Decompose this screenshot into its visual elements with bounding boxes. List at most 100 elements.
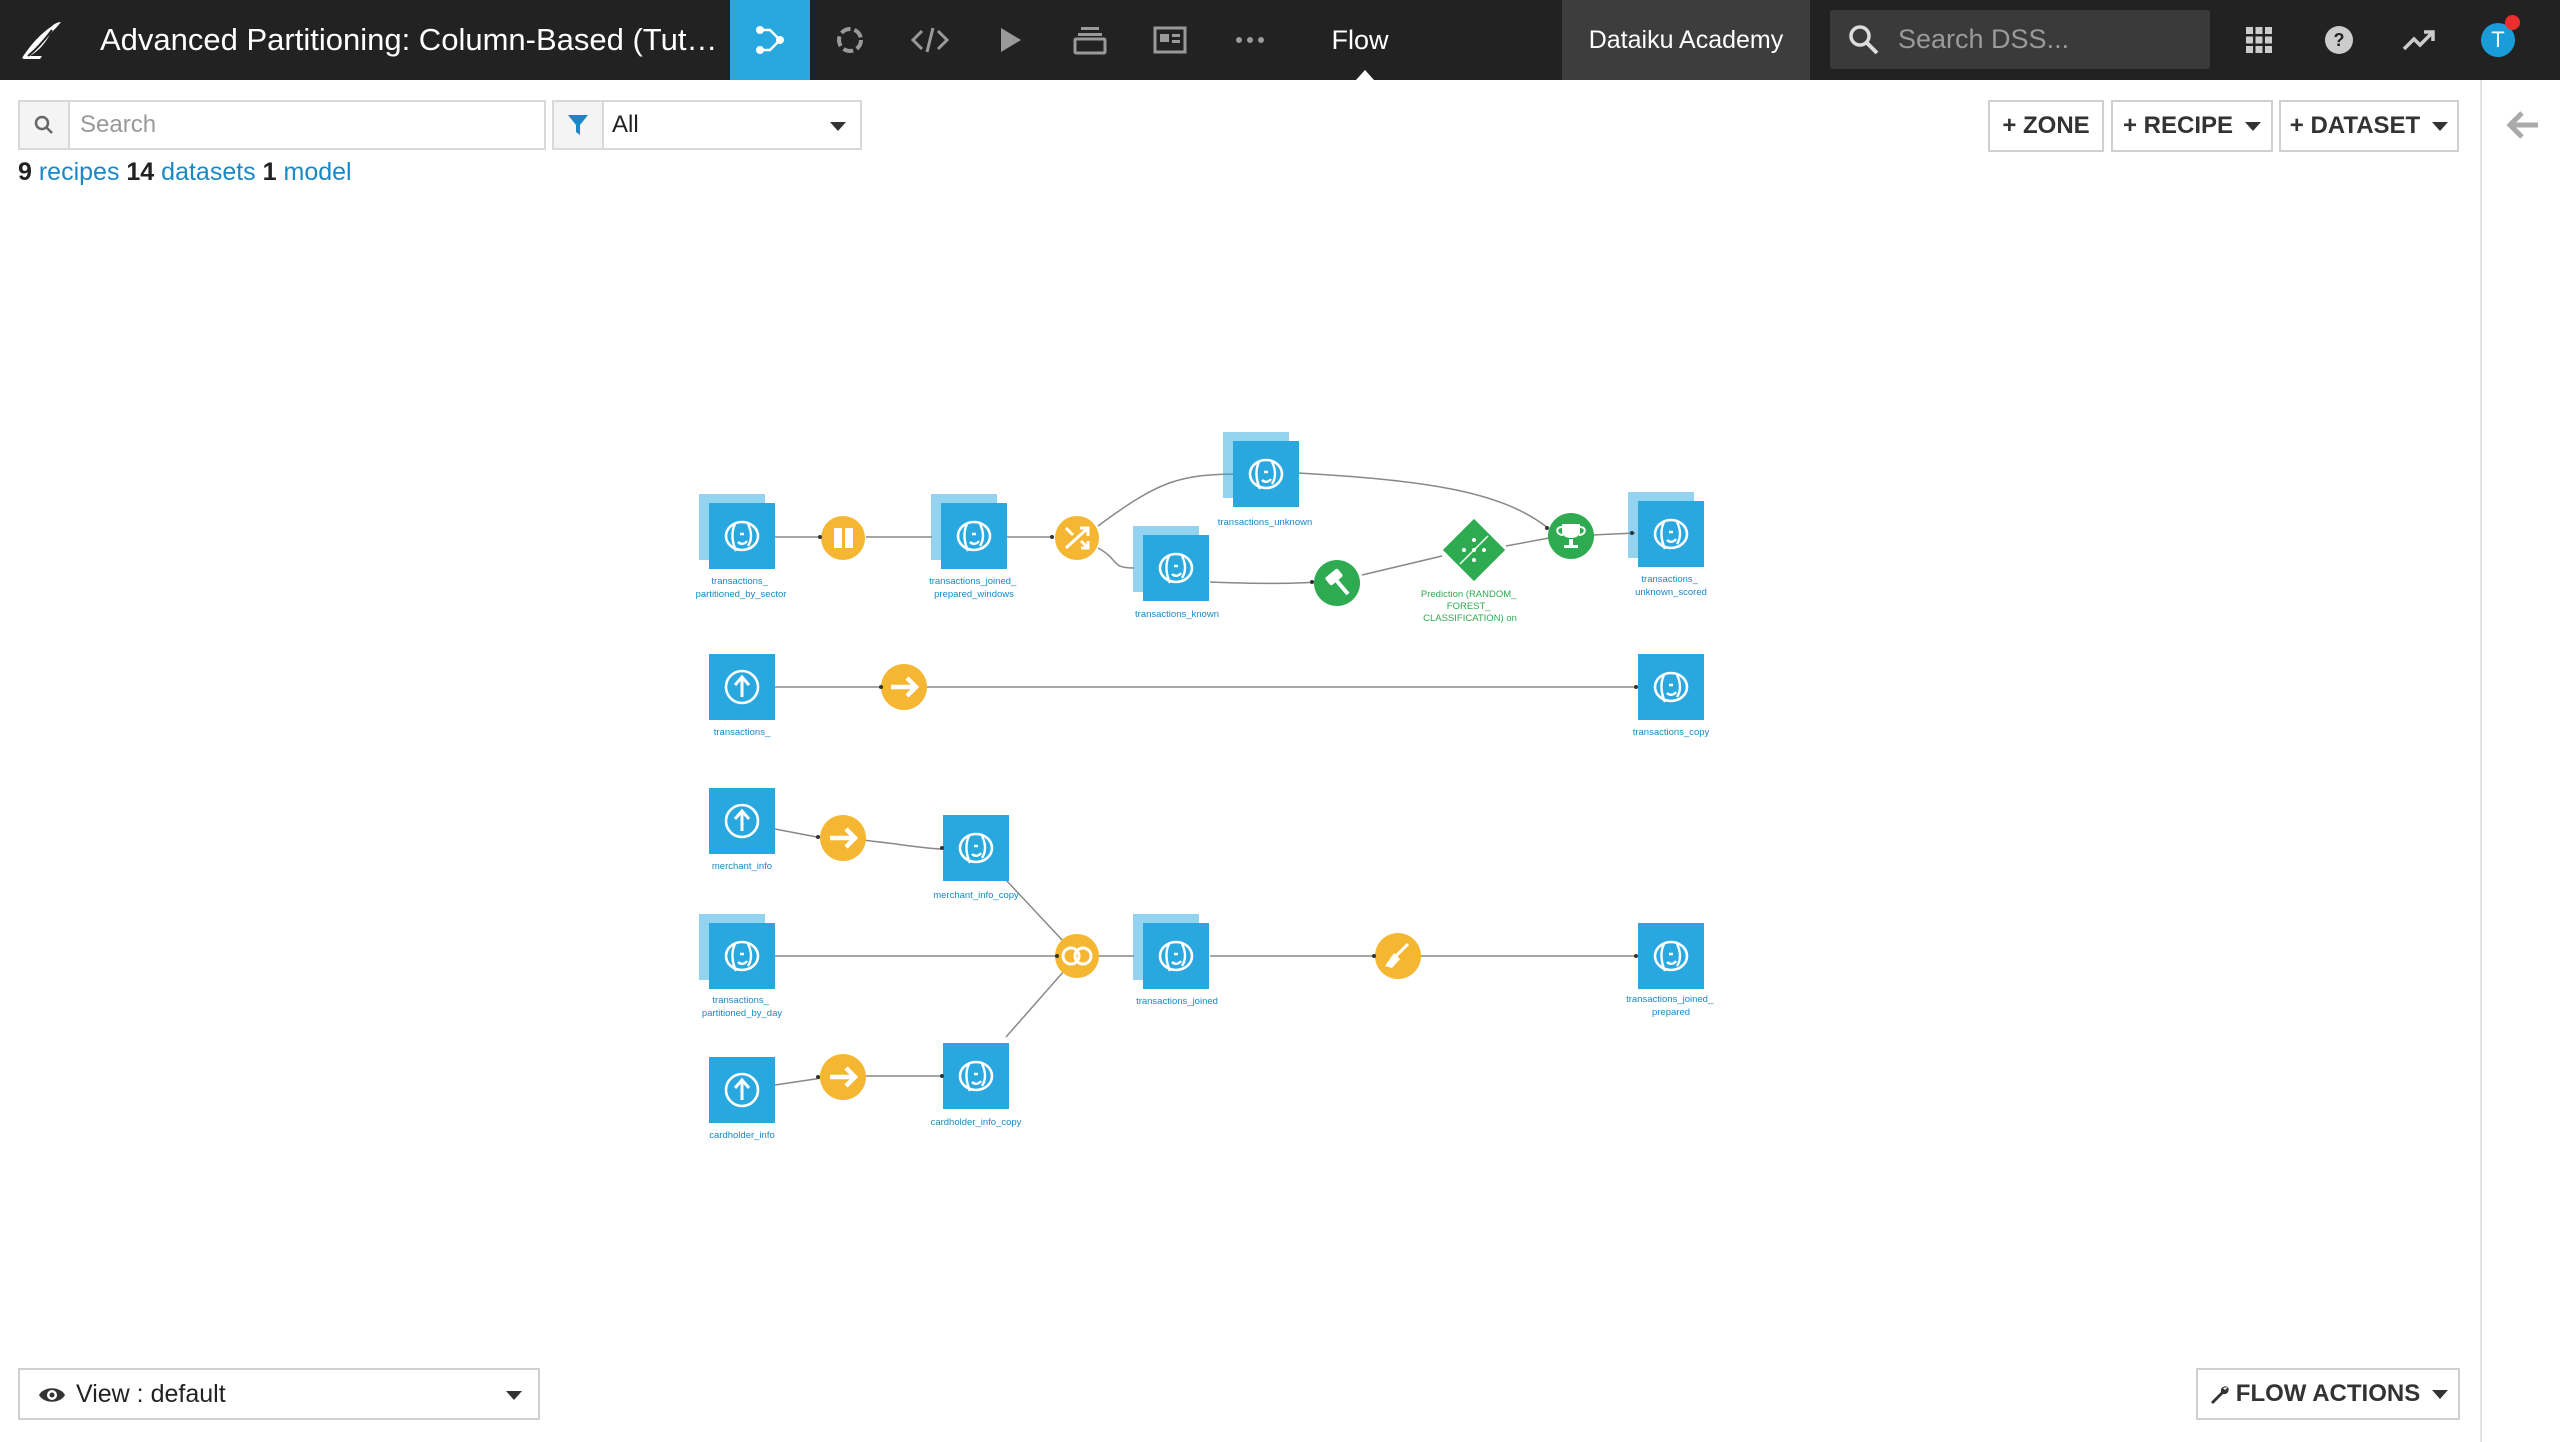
add-recipe-label: + RECIPE	[2122, 112, 2234, 139]
datasets-nav-button[interactable]	[1050, 0, 1130, 80]
jobs-nav-button[interactable]	[810, 0, 890, 80]
split-icon	[1064, 526, 1090, 550]
view-select-label: View : default	[76, 1380, 226, 1408]
right-side-panel	[2480, 80, 2560, 1442]
dataset-node[interactable]: transactions_ unknown_scored	[1628, 492, 1707, 598]
arrow-left-icon[interactable]	[2506, 110, 2540, 140]
dataset-label: merchant_info	[712, 861, 772, 872]
dataset-node[interactable]: transactions_unknown	[1218, 432, 1313, 528]
view-select[interactable]: View : default	[18, 1368, 540, 1420]
flow-search-placeholder: Search	[80, 111, 157, 138]
recipes-link[interactable]: recipes	[38, 158, 120, 186]
run-icon	[1001, 28, 1021, 52]
dataset-label: transactions_unknown	[1218, 517, 1313, 528]
dataset-node[interactable]: merchant_info_copy	[933, 815, 1019, 901]
datasets-count: 14	[126, 158, 155, 186]
chevron-down-icon	[2432, 1390, 2449, 1400]
prepare-recipe-node[interactable]	[1375, 933, 1421, 979]
dataset-node[interactable]: transactions_joined_ prepared	[1626, 923, 1716, 1018]
add-dataset-label: + DATASET	[2289, 112, 2421, 139]
dataset-node[interactable]: transactions_copy	[1633, 654, 1710, 738]
join-icon	[1061, 946, 1093, 966]
jobs-icon	[837, 27, 863, 53]
more-icon	[1236, 37, 1264, 43]
datasets-link[interactable]: datasets	[161, 158, 256, 186]
dataset-label: transactions_joined_ prepared	[1626, 994, 1716, 1018]
split-recipe-node[interactable]	[1055, 516, 1099, 560]
dataset-label: transactions_ unknown_scored	[1635, 574, 1707, 598]
add-recipe-button[interactable]: + RECIPE	[2111, 100, 2273, 152]
dataset-node[interactable]: transactions_joined_ prepared_windows	[929, 494, 1019, 600]
datasets-stack-icon	[1073, 27, 1107, 55]
instance-name-button[interactable]: Dataiku Academy	[1562, 0, 1810, 80]
global-search-placeholder: Search DSS...	[1898, 24, 2070, 54]
window-icon	[834, 528, 853, 548]
svg-text:?: ?	[2334, 30, 2345, 50]
models-count: 1	[262, 158, 277, 186]
more-nav-button[interactable]	[1210, 0, 1290, 80]
filter-value: All	[612, 111, 639, 138]
add-zone-button[interactable]: + ZONE	[1988, 100, 2104, 152]
dataset-label: transactions_joined	[1136, 996, 1218, 1007]
dataset-label: transactions_	[714, 727, 771, 738]
help-icon: ?	[2325, 26, 2353, 54]
chevron-down-icon	[830, 122, 846, 131]
filter-icon-box	[554, 102, 604, 148]
activity-button[interactable]	[2395, 16, 2443, 64]
join-recipe-node[interactable]	[1055, 934, 1099, 978]
dataset-node[interactable]: transactions_known	[1133, 526, 1219, 620]
flow-actions-button[interactable]: FLOW ACTIONS	[2196, 1368, 2460, 1420]
uploaded-dataset-node[interactable]: merchant_info	[709, 788, 775, 872]
flow-graph[interactable]: transactions_ partitioned_by_sector tran…	[0, 0, 2480, 1442]
apps-grid-button[interactable]	[2235, 16, 2283, 64]
dataiku-bird-logo[interactable]	[16, 16, 66, 64]
chevron-down-icon	[2245, 122, 2262, 132]
code-icon	[910, 27, 950, 53]
window-recipe-node[interactable]	[821, 516, 865, 560]
chevron-down-icon	[506, 1391, 522, 1400]
upload-icon	[724, 669, 760, 705]
model-label: Prediction (RANDOM_ FOREST_ CLASSIFICATI…	[1421, 589, 1519, 624]
trending-icon	[2402, 30, 2435, 51]
run-nav-button[interactable]	[970, 0, 1050, 80]
sync-recipe-node[interactable]	[820, 815, 866, 861]
notification-dot	[2505, 15, 2520, 30]
dataset-node[interactable]: transactions_joined	[1133, 914, 1218, 1007]
search-icon-box	[20, 102, 70, 148]
dashboard-nav-button[interactable]	[1130, 0, 1210, 80]
sync-recipe-node[interactable]	[820, 1054, 866, 1100]
hammer-icon	[1325, 568, 1350, 596]
dataset-label: transactions_ partitioned_by_sector	[696, 576, 787, 600]
dataset-node[interactable]: transactions_ partitioned_by_day	[699, 914, 782, 1019]
dataset-node[interactable]: transactions_ partitioned_by_sector	[696, 494, 787, 600]
project-title[interactable]: Advanced Partitioning: Column-Based (Tut…	[100, 22, 718, 57]
trophy-icon	[1556, 524, 1586, 548]
active-view-indicator	[1356, 70, 1374, 80]
help-button[interactable]: ?	[2315, 16, 2363, 64]
uploaded-dataset-node[interactable]: cardholder_info	[709, 1057, 775, 1141]
flow-icon	[756, 26, 784, 54]
score-recipe-node[interactable]	[1548, 513, 1594, 559]
arrow-right-icon	[891, 676, 920, 698]
flow-nav-button[interactable]	[730, 0, 810, 80]
add-zone-label: + ZONE	[2002, 112, 2090, 139]
add-dataset-button[interactable]: + DATASET	[2279, 100, 2459, 152]
dataset-label: cardholder_info	[709, 1130, 775, 1141]
saved-model-node[interactable]: Prediction (RANDOM_ FOREST_ CLASSIFICATI…	[1421, 518, 1519, 624]
global-search-input[interactable]: Search DSS...	[1830, 10, 2210, 69]
current-view-label[interactable]: Flow	[1331, 25, 1389, 55]
dashboard-icon	[1153, 26, 1187, 54]
sync-recipe-node[interactable]	[881, 664, 927, 710]
search-icon	[1849, 25, 1879, 55]
flow-object-counts: 9 recipes 14 datasets 1 model	[18, 158, 352, 187]
dataset-node[interactable]: cardholder_info_copy	[931, 1043, 1022, 1128]
wrench-icon	[2210, 1386, 2229, 1404]
chevron-down-icon	[2432, 122, 2449, 132]
uploaded-dataset-node[interactable]: transactions_	[709, 654, 775, 738]
flow-search-input[interactable]: Search	[18, 100, 546, 150]
filter-icon	[568, 115, 588, 135]
code-nav-button[interactable]	[890, 0, 970, 80]
models-link[interactable]: model	[283, 158, 352, 186]
train-recipe-node[interactable]	[1314, 560, 1360, 606]
flow-filter-select[interactable]: All	[552, 100, 862, 150]
